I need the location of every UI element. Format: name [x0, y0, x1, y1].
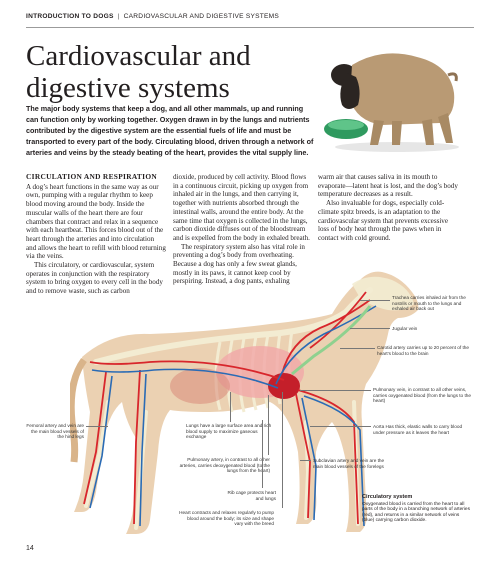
label-carotid-artery: Carotid artery carries up to 20 percent …: [377, 345, 469, 356]
page-number: 14: [26, 545, 34, 552]
label-heart: Heart contracts and relaxes regularly to…: [179, 510, 274, 526]
label-subclavian: Subclavian artery and vein are the main …: [313, 458, 385, 469]
heart: [268, 373, 300, 399]
label-aorta: Aorta Has thick, elastic walls to carry …: [373, 424, 463, 435]
trachea: [291, 305, 372, 376]
pug-drinking-photo: [324, 53, 459, 152]
page-title: Cardiovascular and digestive systems: [26, 40, 286, 104]
body-paragraph: This circulatory, or cardiovascular, sys…: [26, 261, 163, 296]
dog-body: [74, 271, 419, 534]
leader-line: [230, 392, 231, 422]
body-paragraph: A dog’s heart functions in the same way …: [26, 182, 166, 261]
label-lungs: Lungs have a large surface area and rich…: [186, 423, 272, 439]
label-jugular-vein: Jugular vein: [392, 326, 418, 331]
caption-heading: Circulatory system: [362, 494, 413, 500]
header-separator: |: [117, 13, 120, 20]
leader-line: [300, 460, 311, 461]
title-line-2: digestive systems: [26, 72, 230, 104]
leader-line: [340, 348, 375, 349]
leader-line: [262, 420, 263, 488]
running-header: INTRODUCTION TO DOGS|CARDIOVASCULAR AND …: [26, 11, 474, 28]
leader-line: [300, 390, 371, 391]
spine: [93, 287, 373, 365]
label-trachea: Trachea carries inhaled air from the nos…: [392, 295, 466, 311]
section-heading: CIRCULATION AND RESPIRATION: [26, 172, 158, 181]
label-femoral: Femoral artery and vein are the main blo…: [26, 423, 84, 439]
leader-line: [282, 392, 283, 508]
text-column-3: warm air that causes saliva in its mouth…: [318, 173, 458, 243]
label-pulmonary-vein: Pulmonary vein, in contrast to all other…: [373, 387, 471, 403]
chapter-label: CARDIOVASCULAR AND DIGESTIVE SYSTEMS: [123, 13, 280, 20]
section-label: INTRODUCTION TO DOGS: [26, 13, 114, 20]
body-paragraph: Also invaluable for dogs, especially col…: [318, 199, 449, 242]
label-rib-cage: Rib cage protects heart and lungs: [227, 490, 276, 501]
text-column-2: dioxide, produced by cell activity. Bloo…: [173, 173, 312, 286]
leader-line: [86, 426, 108, 427]
dog-anatomy-illustration: [70, 271, 419, 534]
circulatory-system-caption: Circulatory system Oxygenated blood is c…: [362, 494, 472, 524]
vein-network: [89, 305, 377, 527]
caption-text: Oxygenated blood is carried from the hea…: [362, 501, 470, 524]
intro-paragraph: The major body systems that keep a dog, …: [26, 104, 314, 157]
leader-line: [268, 395, 269, 455]
text-column-1: CIRCULATION AND RESPIRATION A dog’s hear…: [26, 172, 166, 296]
body-paragraph: dioxide, produced by cell activity. Bloo…: [173, 173, 310, 242]
leader-line: [360, 300, 390, 301]
body-paragraph: The respiratory system also has vital ro…: [173, 242, 305, 286]
leader-line: [310, 426, 371, 427]
body-paragraph: warm air that causes saliva in its mouth…: [318, 173, 458, 199]
artery-network: [83, 291, 371, 525]
leader-line: [350, 328, 390, 329]
label-pulmonary-artery: Pulmonary artery, in contrast to all oth…: [179, 457, 270, 473]
title-line-1: Cardiovascular and: [26, 40, 251, 72]
